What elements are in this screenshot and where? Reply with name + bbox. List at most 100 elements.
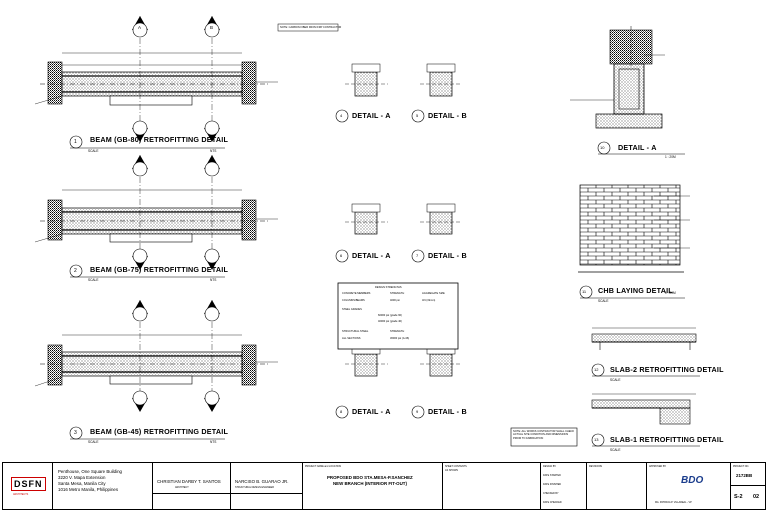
project-name-1: PROPOSED BDO STA.MESA-P.SANCHEZ bbox=[327, 475, 413, 480]
steel-value-1: 60000 psi (grade 60) bbox=[378, 314, 402, 317]
approval-cell: APPROVED BY BDO MA. PATRICIA P. VILLAREA… bbox=[647, 463, 731, 509]
aggregate-value: 3/4 (19mm) bbox=[422, 299, 436, 302]
dates-cell: DESIGN BY DATE STARTED DATE FINISHED CHE… bbox=[541, 463, 587, 509]
beam-gb45-detail bbox=[34, 300, 278, 440]
designer-role: ARCHITECT bbox=[175, 486, 189, 489]
bottom-note: NOTE: ALL WORKS CONTRACTOR SHALL CHECK A… bbox=[513, 430, 575, 440]
chb-title: CHB LAYING DETAIL bbox=[598, 286, 673, 295]
address-line-3: Santa Mesa, Manila City bbox=[58, 481, 106, 486]
columns-label: COLUMNS/BEAMS bbox=[342, 299, 365, 302]
sheet-contents: AS SHOWN bbox=[445, 469, 459, 472]
sheet-no: S-2 bbox=[734, 494, 743, 500]
top-note-box bbox=[277, 23, 339, 32]
project-no: 2172BB bbox=[736, 473, 753, 478]
design-header: DESIGN STRENGTHS bbox=[375, 286, 402, 289]
title-block: DSFN ARCHITECTS Penthouse, One Square Bu… bbox=[2, 462, 766, 510]
slab2-detail bbox=[591, 327, 700, 377]
steel-value-2: 40000 psi (grade 40) bbox=[378, 320, 402, 323]
gb45-title: BEAM (GB-45) RETROFITTING DETAIL bbox=[90, 427, 229, 436]
bubble-9: 9 bbox=[416, 409, 419, 414]
project-name-2: NEW BRANCH (INTERIOR FIT-OUT) bbox=[333, 481, 407, 486]
project-cell: PROJECT NAME and LOCATION PROPOSED BDO S… bbox=[303, 463, 443, 509]
date-checked: DATE CHECKED bbox=[543, 501, 562, 504]
column-detail-a bbox=[570, 26, 685, 155]
section-details bbox=[335, 63, 462, 419]
all-sections-value: 36000 psi (A-36) bbox=[390, 337, 410, 340]
date-finished: DATE FINISHED bbox=[543, 483, 562, 486]
section-b-top: B bbox=[210, 25, 214, 30]
structural-label: STRUCTURAL STEEL bbox=[342, 330, 369, 333]
address-line-1: Penthouse, One Square Building bbox=[58, 469, 122, 474]
firm-logo-sub: ARCHITECTS bbox=[13, 493, 29, 496]
detail-b-2: DETAIL - B bbox=[428, 251, 467, 260]
slab1-detail bbox=[591, 393, 700, 447]
bubble-11: 11 bbox=[582, 289, 587, 294]
bank-logo: BDO bbox=[681, 475, 704, 486]
address-line-4: 1016 Metro Manila, Philippines bbox=[58, 487, 119, 492]
project-no-cell: PROJECT NO. 2172BB S-2 02 bbox=[731, 463, 765, 509]
chb-laying-detail bbox=[578, 184, 690, 299]
designer-name: CHRISTIAN DARBY T. SANTOS bbox=[157, 479, 221, 484]
sheet-contents-header: SHEET CONTENTS bbox=[445, 465, 467, 468]
beam-gb80-detail bbox=[34, 16, 278, 149]
gb80-nts: NTS bbox=[210, 149, 217, 153]
bubble-4: 4 bbox=[340, 113, 343, 118]
bubble-6: 6 bbox=[340, 253, 343, 258]
engineer-name: NARCISO B. GUARAO JR. bbox=[235, 479, 289, 484]
bubble-7: 7 bbox=[416, 253, 419, 258]
total-sheets: 02 bbox=[753, 494, 760, 500]
slab2-scale: SCALE bbox=[610, 378, 621, 382]
bubble-5: 5 bbox=[416, 113, 419, 118]
approved-name: MA. PATRICIA P. VILLAREAL - VP bbox=[655, 501, 692, 504]
address-cell: Penthouse, One Square Building 3220 V. M… bbox=[53, 463, 153, 509]
gb80-title: BEAM (GB-80) RETROFITTING DETAIL bbox=[90, 135, 229, 144]
approved-header: APPROVED BY bbox=[649, 465, 667, 468]
gb80-scale: SCALE bbox=[88, 149, 99, 153]
bubble-3: 3 bbox=[74, 430, 77, 436]
detail-a-1: DETAIL - A bbox=[352, 111, 391, 120]
firm-logo-cell: DSFN ARCHITECTS bbox=[3, 463, 53, 509]
columns-value: 4000 psi bbox=[390, 299, 400, 302]
date-started: DATE STARTED bbox=[543, 474, 561, 477]
gb75-nts: NTS bbox=[210, 278, 217, 282]
project-no-header: PROJECT NO. bbox=[733, 465, 750, 468]
strength-label: STRENGTH bbox=[390, 292, 405, 295]
bubble-10: 10 bbox=[600, 145, 605, 150]
detail-a-column-scale: 1 : 20M bbox=[665, 155, 676, 159]
bubble-1: 1 bbox=[74, 139, 77, 145]
beam-gb75-detail bbox=[34, 155, 278, 278]
detail-a-2: DETAIL - A bbox=[352, 251, 391, 260]
steel-label: STEEL GRADES bbox=[342, 308, 362, 311]
firm-logo: DSFN bbox=[11, 477, 46, 491]
slab1-title: SLAB-1 RETROFITTING DETAIL bbox=[610, 435, 724, 444]
chb-scale: SCALE bbox=[598, 299, 609, 303]
designer-cell: CHRISTIAN DARBY T. SANTOS ARCHITECT bbox=[153, 463, 231, 509]
detail-b-3: DETAIL - B bbox=[428, 407, 467, 416]
gb45-scale: SCALE bbox=[88, 440, 99, 444]
all-sections-label: ALL SECTIONS bbox=[342, 337, 361, 340]
gb75-title: BEAM (GB-75) RETROFITTING DETAIL bbox=[90, 265, 229, 274]
chb-scale-value: 1 : 20M bbox=[665, 291, 676, 295]
concrete-label: CONCRETE MEMBERS bbox=[342, 292, 371, 295]
revisions-header: REVISIONS bbox=[589, 465, 603, 468]
designed-by: DESIGN BY bbox=[543, 465, 557, 468]
sheet-contents-cell: SHEET CONTENTS AS SHOWN bbox=[443, 463, 541, 509]
engineer-cell: NARCISO B. GUARAO JR. STRUCTURAL DESIGN … bbox=[231, 463, 303, 509]
detail-b-1: DETAIL - B bbox=[428, 111, 467, 120]
detail-a-3: DETAIL - A bbox=[352, 407, 391, 416]
checked-by: CHECKED BY bbox=[543, 492, 559, 495]
slab1-scale: SCALE bbox=[610, 448, 621, 452]
bubble-12: 12 bbox=[594, 367, 599, 372]
bottom-note-box bbox=[510, 427, 578, 447]
detail-a-column: DETAIL - A bbox=[618, 143, 657, 152]
bubble-8: 8 bbox=[340, 409, 343, 414]
bubble-13: 13 bbox=[594, 437, 599, 442]
gb45-nts: NTS bbox=[210, 440, 217, 444]
gb75-scale: SCALE bbox=[88, 278, 99, 282]
section-a-top: A bbox=[138, 25, 142, 30]
top-note: NOTE: CARBON FIBER FROM FRP CONTRACTOR bbox=[280, 26, 342, 29]
structural-strength: STRENGTH bbox=[390, 330, 405, 333]
project-header: PROJECT NAME and LOCATION bbox=[305, 465, 342, 468]
